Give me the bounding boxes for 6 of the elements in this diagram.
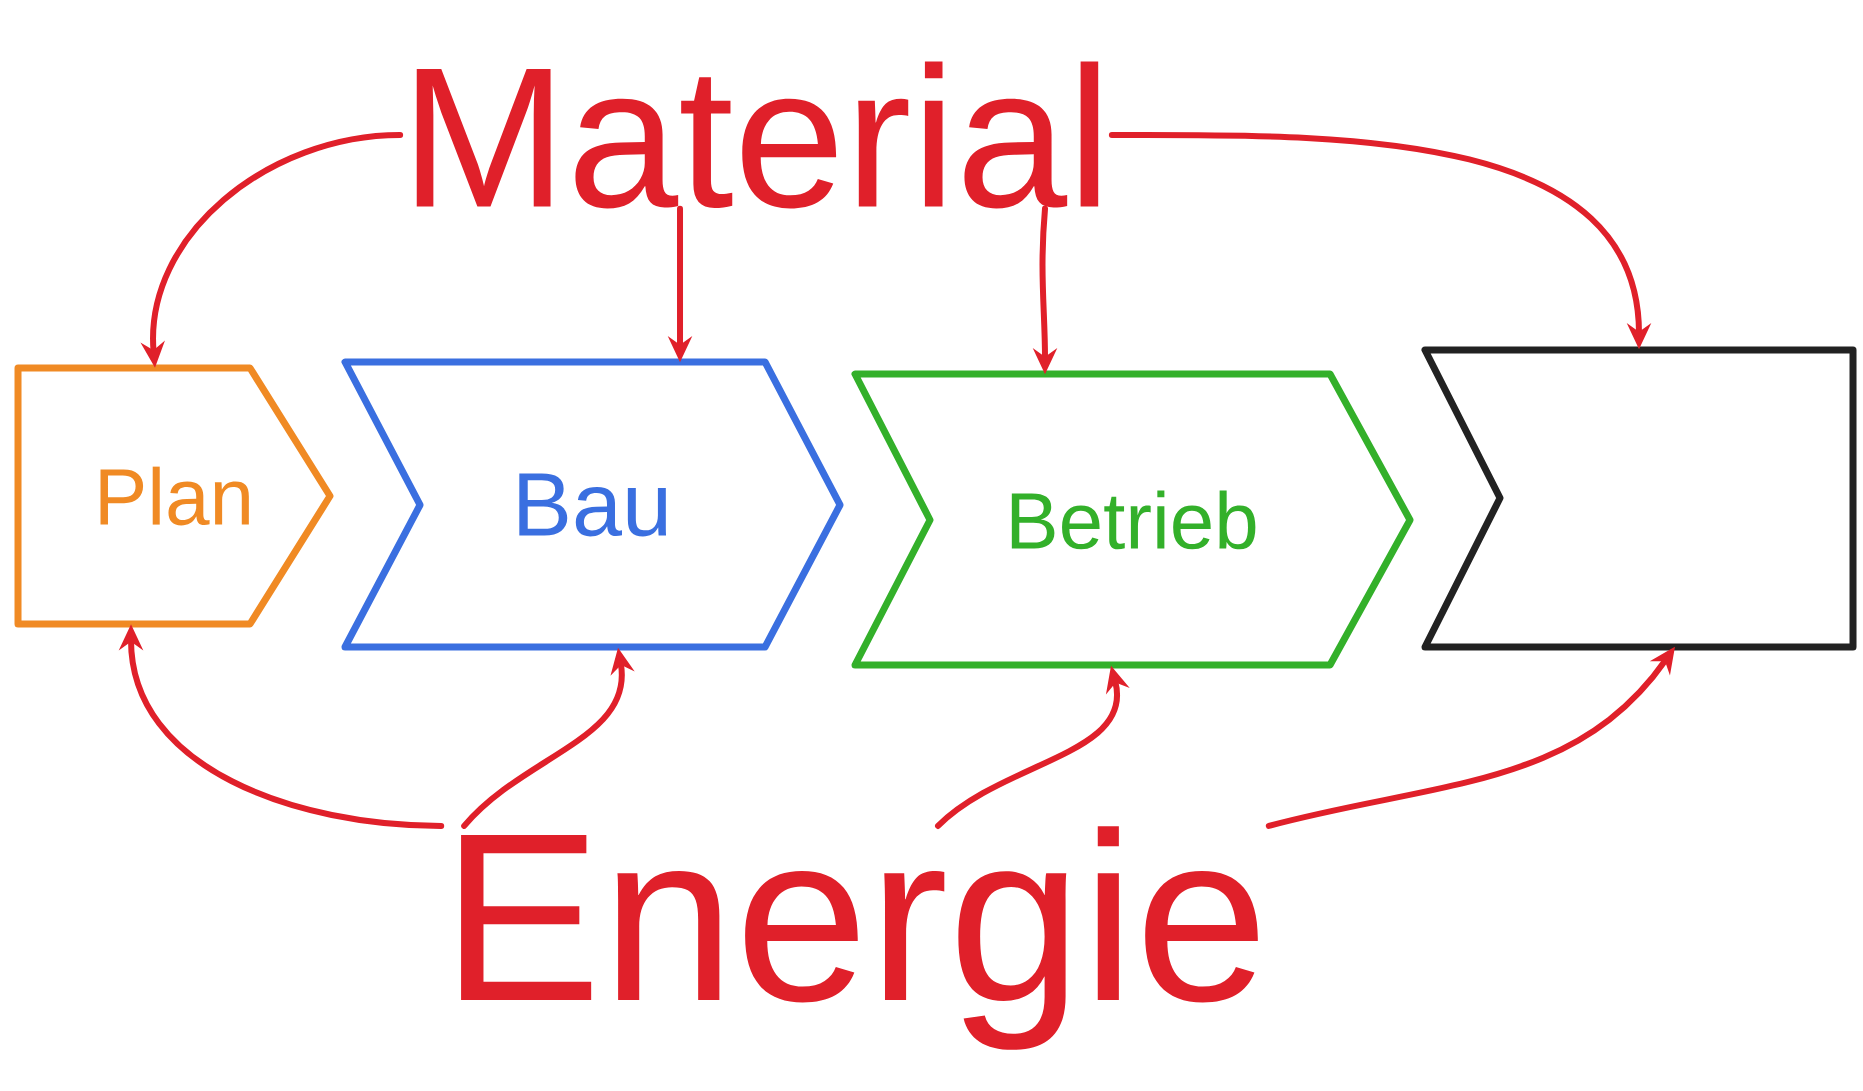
word-label: Energie [461,826,1258,1050]
chevron-box: Bau [341,358,844,651]
chevron-box: Betrieb [851,370,1414,669]
pentagon-box: Plan [14,364,334,628]
notched-box [1421,346,1857,651]
word-label: Material [416,61,1099,209]
